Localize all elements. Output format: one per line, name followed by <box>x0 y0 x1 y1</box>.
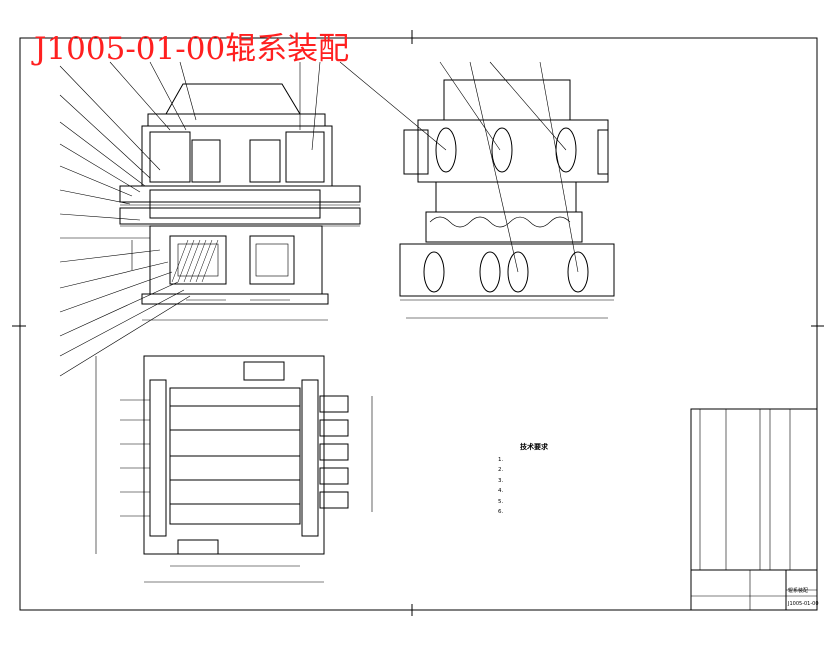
note-line: 5. <box>498 498 504 505</box>
side-view <box>339 61 615 319</box>
technical-notes: 技术要求 1. 2. 3. 4. 5. 6. <box>498 442 698 518</box>
top-view <box>95 355 373 583</box>
note-line: 1. <box>498 456 504 463</box>
title-block-code: J1005-01-00 <box>788 601 819 607</box>
center-marks <box>12 30 824 616</box>
notes-heading: 技术要求 <box>520 443 548 451</box>
title-block-lines <box>690 408 818 611</box>
note-line: 4. <box>498 488 504 494</box>
note-line: 2. <box>498 467 504 473</box>
note-line: 6. <box>498 509 504 515</box>
drawing-title: J1005-01-00辊系装配 <box>34 31 350 67</box>
front-view <box>59 61 361 377</box>
note-line: 3. <box>498 477 504 484</box>
title-block-name: 辊系装配 <box>788 588 809 594</box>
drawing-border <box>19 37 818 611</box>
